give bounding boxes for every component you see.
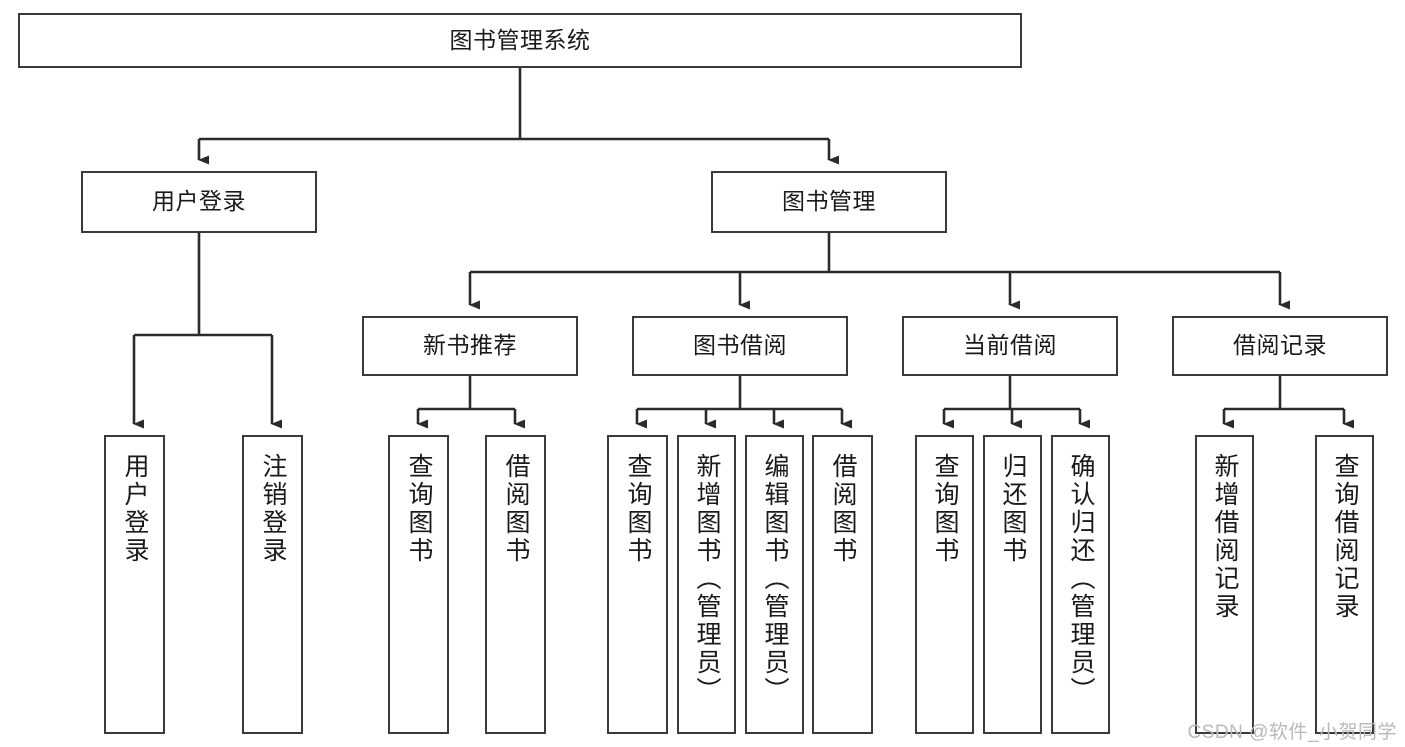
node-root[interactable]: 图书管理系统 — [18, 13, 1022, 68]
node-label-root: 图书管理系统 — [449, 26, 591, 53]
node-label-leaf-add-record: 新增借阅记录 — [1211, 453, 1239, 621]
node-label-new-book-rec: 新书推荐 — [423, 332, 517, 359]
node-leaf-edit-book[interactable]: 编辑图书（管理员） — [745, 435, 804, 734]
node-leaf-query-record[interactable]: 查询借阅记录 — [1315, 435, 1374, 734]
watermark-label: CSDN @软件_小贺同学 — [1187, 722, 1397, 743]
node-label-user-login: 用户登录 — [152, 188, 246, 215]
node-leaf-return-book[interactable]: 归还图书 — [983, 435, 1042, 734]
node-leaf-query-book-3[interactable]: 查询图书 — [915, 435, 974, 734]
node-label-leaf-query-book-3: 查询图书 — [931, 453, 959, 565]
node-label-current-borrow: 当前借阅 — [963, 332, 1057, 359]
node-leaf-logout-login[interactable]: 注销登录 — [242, 435, 303, 734]
node-borrow-record[interactable]: 借阅记录 — [1172, 316, 1388, 376]
node-current-borrow[interactable]: 当前借阅 — [902, 316, 1118, 376]
node-label-leaf-user-login: 用户登录 — [121, 453, 149, 565]
node-leaf-add-record[interactable]: 新增借阅记录 — [1195, 435, 1254, 734]
node-label-leaf-add-book: 新增图书（管理员） — [693, 453, 721, 705]
node-user-login[interactable]: 用户登录 — [81, 171, 317, 233]
node-new-book-rec[interactable]: 新书推荐 — [362, 316, 578, 376]
node-label-leaf-borrow-book-2: 借阅图书 — [829, 453, 857, 565]
node-label-leaf-logout-login: 注销登录 — [259, 453, 287, 565]
node-label-book-borrow: 图书借阅 — [693, 332, 787, 359]
node-label-leaf-query-book-2: 查询图书 — [624, 453, 652, 565]
node-leaf-query-book-1[interactable]: 查询图书 — [388, 435, 449, 734]
node-label-book-manage: 图书管理 — [782, 188, 876, 215]
node-leaf-query-book-2[interactable]: 查询图书 — [607, 435, 668, 734]
node-leaf-confirm-return[interactable]: 确认归还（管理员） — [1051, 435, 1110, 734]
node-label-leaf-query-book-1: 查询图书 — [405, 453, 433, 565]
node-label-borrow-record: 借阅记录 — [1233, 332, 1327, 359]
node-leaf-add-book[interactable]: 新增图书（管理员） — [677, 435, 736, 734]
node-label-leaf-edit-book: 编辑图书（管理员） — [761, 453, 789, 705]
node-leaf-user-login[interactable]: 用户登录 — [104, 435, 165, 734]
node-label-leaf-borrow-book-1: 借阅图书 — [502, 453, 530, 565]
node-label-leaf-return-book: 归还图书 — [999, 453, 1027, 565]
node-book-manage[interactable]: 图书管理 — [711, 171, 947, 233]
node-leaf-borrow-book-2[interactable]: 借阅图书 — [812, 435, 873, 734]
node-label-leaf-query-record: 查询借阅记录 — [1331, 453, 1359, 621]
node-leaf-borrow-book-1[interactable]: 借阅图书 — [485, 435, 546, 734]
node-book-borrow[interactable]: 图书借阅 — [632, 316, 848, 376]
node-label-leaf-confirm-return: 确认归还（管理员） — [1067, 453, 1095, 705]
